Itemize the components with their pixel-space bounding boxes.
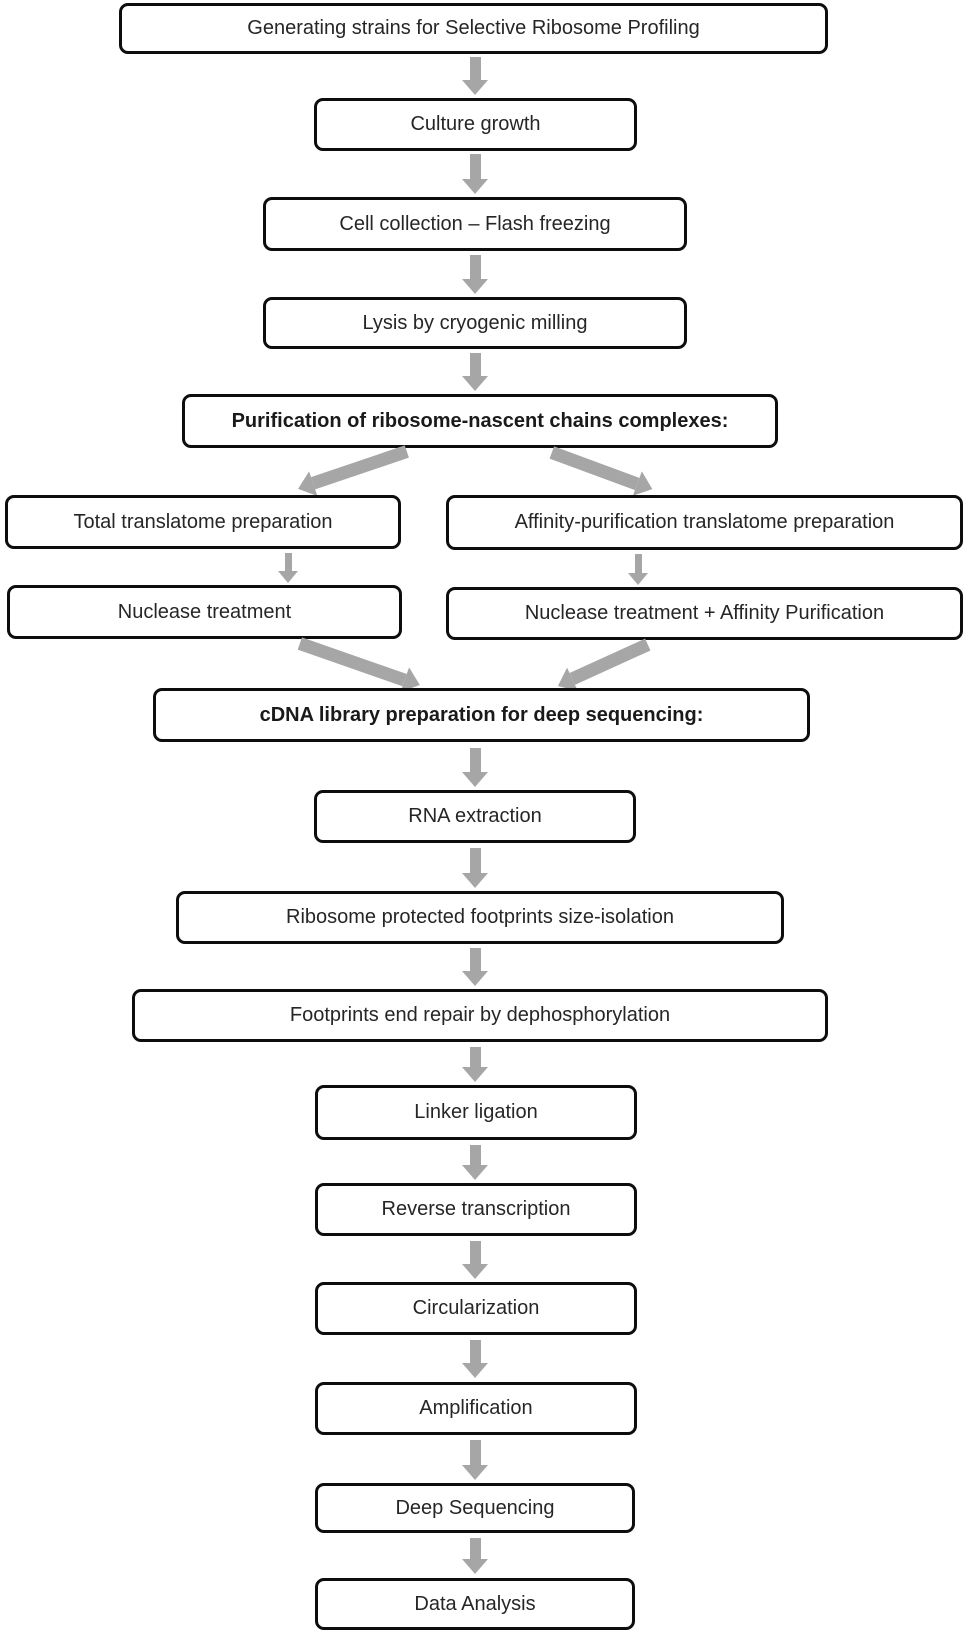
- node-cdna-library-header: cDNA library preparation for deep sequen…: [153, 688, 810, 742]
- node-total-translatome: Total translatome preparation: [5, 495, 401, 549]
- node-nuclease-treatment: Nuclease treatment: [7, 585, 402, 639]
- flow-arrow-down-icon: [462, 255, 488, 294]
- node-linker-ligation: Linker ligation: [315, 1085, 637, 1140]
- node-circularization: Circularization: [315, 1282, 637, 1335]
- flow-arrow-down-icon: [628, 554, 648, 585]
- node-purification-header: Purification of ribosome-nascent chains …: [182, 394, 778, 448]
- flow-arrow-down-icon: [462, 1047, 488, 1082]
- flow-arrow-diagonal-right-icon: [547, 440, 657, 502]
- flow-arrow-down-icon: [462, 57, 488, 95]
- node-generating-strains: Generating strains for Selective Ribosom…: [119, 3, 828, 54]
- node-deep-sequencing: Deep Sequencing: [315, 1483, 635, 1533]
- flow-arrow-diagonal-left-icon: [293, 440, 411, 502]
- flow-arrow-down-icon: [462, 353, 488, 391]
- flow-arrow-down-icon: [462, 1340, 488, 1378]
- node-culture-growth: Culture growth: [314, 98, 637, 151]
- node-nuclease-affinity: Nuclease treatment + Affinity Purificati…: [446, 587, 963, 640]
- flow-arrow-down-icon: [462, 848, 488, 888]
- node-rna-extraction: RNA extraction: [314, 790, 636, 843]
- node-reverse-transcription: Reverse transcription: [315, 1183, 637, 1236]
- flow-arrow-down-icon: [462, 1241, 488, 1279]
- node-footprints-size-isolation: Ribosome protected footprints size-isola…: [176, 891, 784, 944]
- node-amplification: Amplification: [315, 1382, 637, 1435]
- node-footprints-end-repair: Footprints end repair by dephosphorylati…: [132, 989, 828, 1042]
- flow-arrow-down-icon: [462, 1440, 488, 1480]
- node-lysis: Lysis by cryogenic milling: [263, 297, 687, 349]
- flow-arrow-down-icon: [462, 748, 488, 787]
- flow-arrow-down-icon: [462, 948, 488, 986]
- node-affinity-translatome: Affinity-purification translatome prepar…: [446, 495, 963, 550]
- flow-arrow-down-icon: [462, 154, 488, 194]
- flow-arrow-down-icon: [278, 553, 298, 583]
- flow-arrow-down-icon: [462, 1145, 488, 1180]
- flow-arrow-down-icon: [462, 1538, 488, 1574]
- node-data-analysis: Data Analysis: [315, 1578, 635, 1630]
- node-cell-collection: Cell collection – Flash freezing: [263, 197, 687, 251]
